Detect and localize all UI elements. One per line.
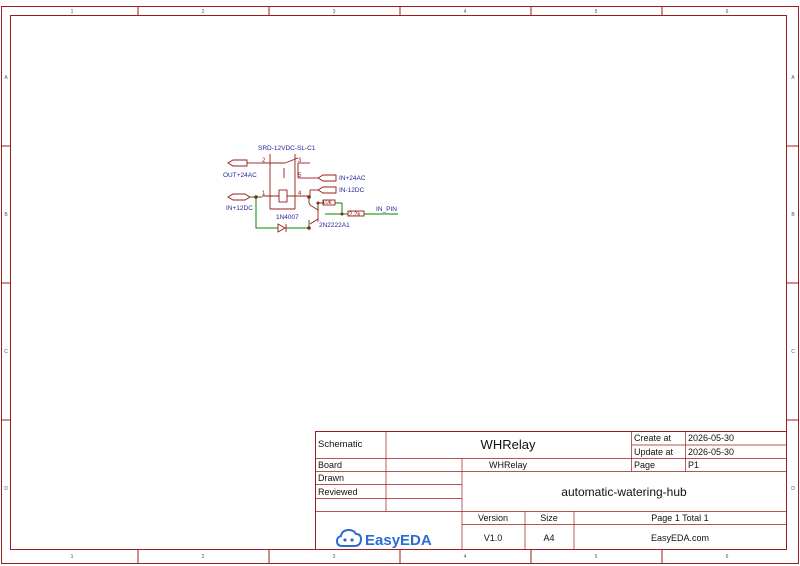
update-at-value: 2026-05-30	[688, 447, 734, 457]
row-label-a-left: A	[4, 75, 8, 81]
column-ticks-top	[137, 6, 663, 16]
junction-dot	[316, 201, 320, 205]
title-block: Schematic WHRelay Create at 2026-05-30 U…	[315, 431, 787, 550]
in-24ac-port[interactable]	[317, 174, 337, 182]
pin-3-label: 3	[298, 158, 302, 164]
schematic-label: Schematic	[318, 439, 363, 450]
row-label-d-left: D	[4, 486, 8, 492]
page-total: Page 1 Total 1	[651, 513, 708, 523]
in-12dc-label: IN+12DC	[226, 205, 253, 212]
in-minus-12dc-port[interactable]	[317, 186, 337, 194]
relay-symbol[interactable]	[262, 154, 310, 210]
out-24ac-port[interactable]	[227, 159, 248, 167]
col-label-3-top: 3	[333, 9, 336, 15]
create-at-label: Create at	[634, 433, 672, 443]
board-label: Board	[318, 460, 342, 470]
transistor-symbol[interactable]	[308, 202, 319, 225]
resistor-10k-label: 10k	[322, 200, 333, 206]
cloud-node-icon	[343, 538, 347, 542]
col-label-4-bottom: 4	[464, 554, 467, 560]
relay-label: SRD-12VDC-SL-C1	[258, 145, 316, 152]
size-label: Size	[540, 513, 558, 523]
cloud-logo-icon	[335, 528, 363, 547]
resistor-2k2-label: 2.2k	[349, 212, 361, 218]
pin-1-label: 1	[262, 191, 266, 197]
version-value: V1.0	[484, 533, 503, 543]
pin-4-label: 4	[298, 191, 302, 197]
in-pin-label: IN_PIN	[376, 206, 397, 213]
reviewed-label: Reviewed	[318, 487, 358, 497]
pin-2-label: 2	[262, 158, 266, 164]
row-label-b-right: B	[791, 212, 795, 218]
col-label-6-bottom: 6	[726, 554, 729, 560]
update-at-label: Update at	[634, 447, 674, 457]
row-label-b-left: B	[4, 212, 8, 218]
col-label-2-top: 2	[202, 9, 205, 15]
outer-border	[1, 6, 799, 564]
row-label-a-right: A	[791, 75, 795, 81]
in-12dc-port[interactable]	[227, 193, 251, 201]
sheet-title: WHRelay	[481, 437, 536, 452]
version-label: Version	[478, 513, 508, 523]
size-value: A4	[543, 533, 554, 543]
page-value: P1	[688, 460, 699, 470]
logo-text: EasyEDA	[365, 532, 432, 549]
transistor-label: 2N2222A1	[319, 222, 350, 229]
junction-dot	[254, 195, 258, 199]
in-minus-12dc-label: IN-12DC	[339, 187, 365, 194]
row-label-c-left: C	[4, 349, 8, 355]
row-label-c-right: C	[791, 349, 795, 355]
drawn-label: Drawn	[318, 473, 344, 483]
col-label-4-top: 4	[464, 9, 467, 15]
diode-label: 1N4007	[276, 214, 299, 221]
col-label-2-bottom: 2	[202, 554, 205, 560]
resistor-2k2[interactable]	[347, 210, 365, 217]
cloud-node-icon	[350, 538, 354, 542]
row-ticks-right	[786, 145, 799, 421]
create-at-value: 2026-05-30	[688, 433, 734, 443]
col-label-5-bottom: 5	[595, 554, 598, 560]
col-label-6-top: 6	[726, 9, 729, 15]
inner-border	[10, 15, 787, 550]
easyeda-logo: EasyEDA	[335, 528, 432, 549]
junction-dot	[340, 212, 344, 216]
diode-symbol[interactable]	[277, 223, 287, 233]
out-24ac-label: OUT+24AC	[223, 172, 257, 179]
col-label-1-bottom: 1	[71, 554, 74, 560]
junction-dot	[307, 195, 311, 199]
col-label-3-bottom: 3	[333, 554, 336, 560]
col-label-1-top: 1	[71, 9, 74, 15]
page-label: Page	[634, 460, 655, 470]
row-label-d-right: D	[791, 486, 795, 492]
column-ticks-bottom	[137, 549, 663, 564]
board-value: WHRelay	[489, 460, 528, 470]
project-name: automatic-watering-hub	[561, 485, 687, 499]
col-label-5-top: 5	[595, 9, 598, 15]
pin-5-label: 5	[298, 173, 302, 179]
relay-circuit: SRD-12VDC-SL-C1 2 3 5 1 4 OUT+24AC	[223, 145, 398, 233]
resistor-10k[interactable]	[322, 199, 336, 206]
junction-dot	[307, 226, 311, 230]
row-ticks-left	[1, 145, 11, 421]
site-url: EasyEDA.com	[651, 533, 709, 543]
in-24ac-label: IN+24AC	[339, 175, 366, 182]
